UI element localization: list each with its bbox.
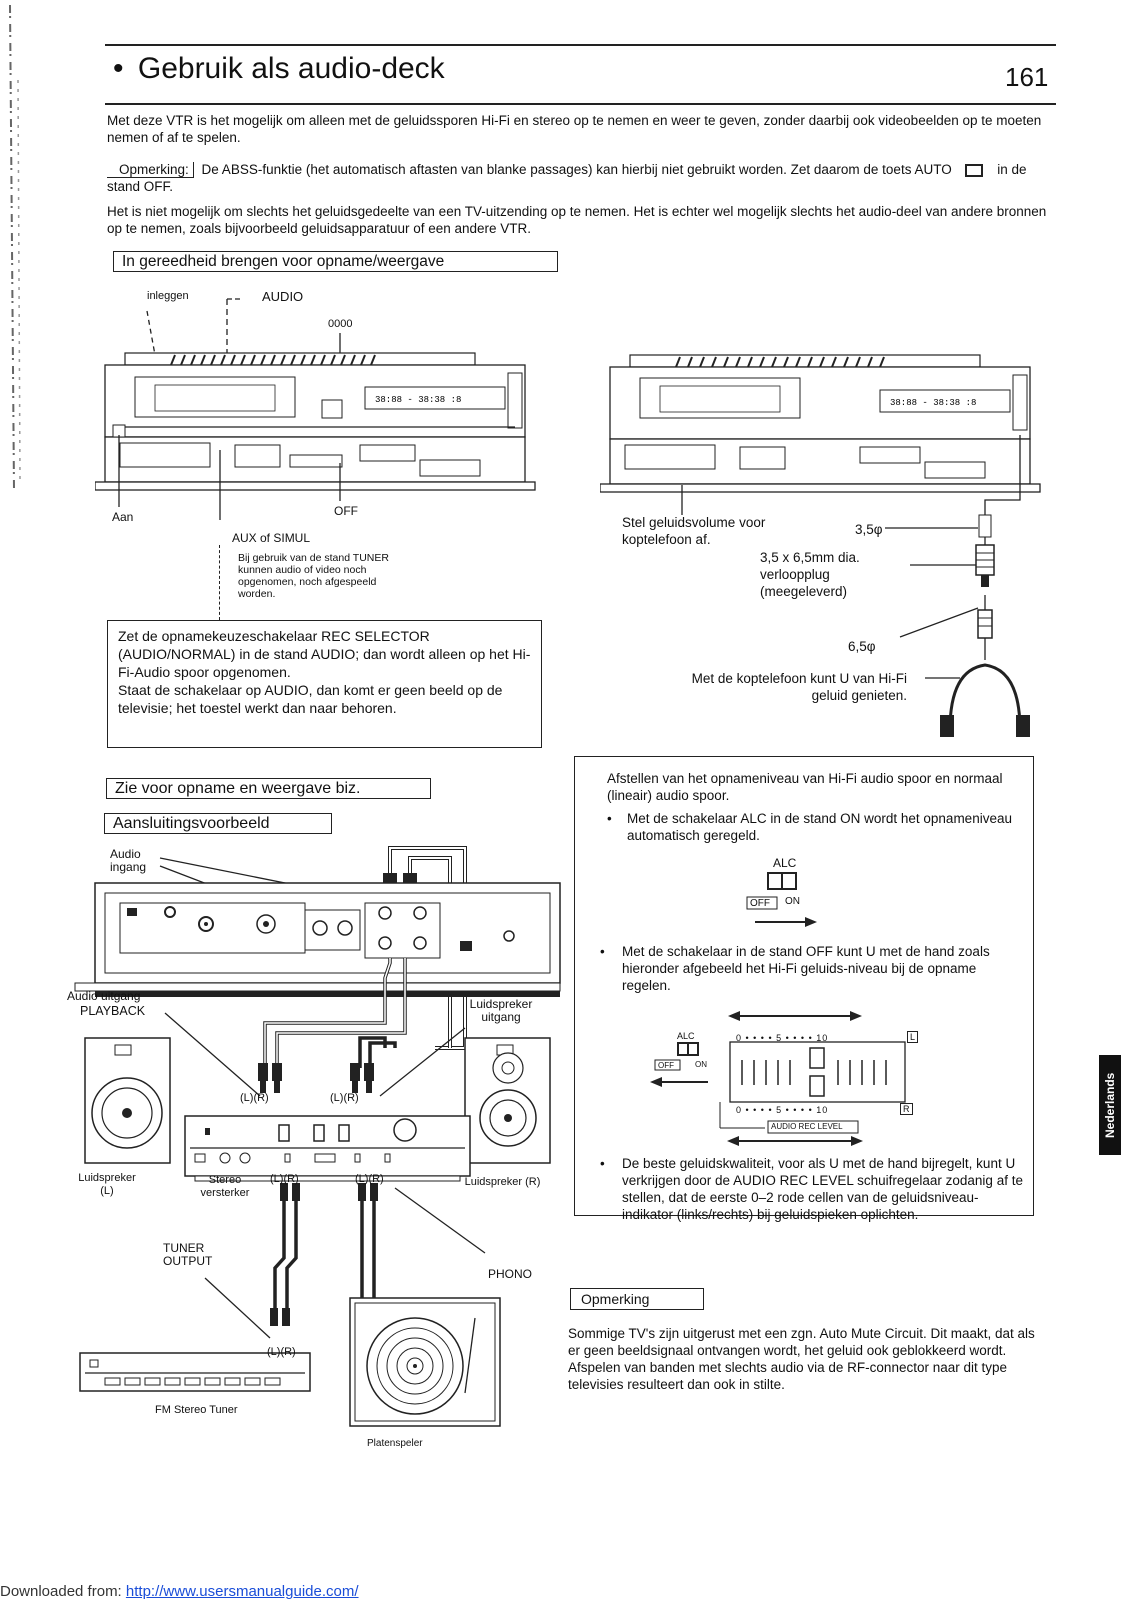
level-intro: Afstellen van het opnameniveau van Hi-Fi… <box>607 771 1003 803</box>
double-arrow-bottom <box>727 1136 863 1146</box>
headphone-enjoy: Met de koptelefoon kunt U van Hi-Fi gelu… <box>691 671 907 703</box>
level-item3-text: De beste geluidskwaliteit, voor als U me… <box>622 1156 1023 1222</box>
alc-on-label: ON <box>785 896 800 907</box>
alc-off-label: OFF <box>750 898 770 909</box>
level-item1: • Met de schakelaar ALC in de stand ON w… <box>607 810 1022 844</box>
page-title: • Gebruik als audio-deck <box>113 52 445 86</box>
audio-rec-level-label: AUDIO REC LEVEL <box>771 1122 843 1131</box>
label-audio-output: Audio uitgang <box>67 989 141 1003</box>
label-phono: PHONO <box>488 1267 533 1281</box>
label-speaker-l: Luidspreker (L) <box>78 1172 136 1197</box>
note-1-text-end: in de stand OFF. <box>107 162 1027 194</box>
footer: Downloaded from: http://www.usersmanualg… <box>0 1583 359 1600</box>
svg-text:38:88 - 38:38 :8: 38:88 - 38:38 :8 <box>890 398 976 408</box>
label-aan: Aan <box>112 510 134 524</box>
label-aux: AUX of SIMUL <box>232 531 311 545</box>
rec-level-diagram <box>650 1011 906 1134</box>
alc-label: ALC <box>773 856 797 870</box>
scale-bottom: 0 • • • • 5 • • • • 10 <box>736 1105 829 1115</box>
side-tab-language: Nederlands <box>1099 1055 1121 1155</box>
auto-icon <box>965 163 984 177</box>
paragraph-2: Het is niet mogelijk om slechts het gelu… <box>107 204 1047 236</box>
note-1: Opmerking: De ABSS-funktie (het automati… <box>107 161 1057 195</box>
off-label-small: OFF <box>658 1061 674 1070</box>
headphone-size1: 3,5φ <box>855 522 883 537</box>
note-2-label: Opmerking <box>570 1288 704 1310</box>
label-lr-3: (L)(R) <box>270 1173 299 1185</box>
title-bullet: • <box>113 52 124 85</box>
vtr-left-drawing: 38:88 - 38:38 :8 <box>95 298 536 520</box>
label-turntable: Platenspeler <box>367 1438 423 1449</box>
scan-edge-graphic <box>9 4 21 491</box>
level-box <box>574 756 1034 1216</box>
label-playback: PLAYBACK <box>80 1004 146 1018</box>
level-item1-text: Met de schakelaar ALC in de stand ON wor… <box>627 811 1012 843</box>
alc-label-small: ALC <box>677 1031 695 1041</box>
label-audio: AUDIO <box>262 289 304 304</box>
scale-top: 0 • • • • 5 • • • • 10 <box>736 1033 829 1043</box>
label-speaker-output: Luidspreker uitgang <box>469 997 533 1024</box>
headphone-volume: Stel geluidsvolume voor koptelefoon af. <box>622 515 766 547</box>
note-2-text: Sommige TV's zijn uitgerust met een zgn.… <box>568 1326 1035 1392</box>
header-rule-bottom <box>105 103 1056 105</box>
footer-prefix: Downloaded from: <box>0 1583 126 1600</box>
section-see: Zie voor opname en weergave biz. <box>106 778 431 799</box>
vtr-right-drawing: 38:88 - 38:38 :8 <box>600 354 1041 737</box>
label-lr-4: (L)(R) <box>355 1173 384 1185</box>
level-item2: • Met de schakelaar in de stand OFF kunt… <box>600 943 1025 994</box>
header-rule-top <box>105 44 1056 46</box>
label-lr-1: (L)(R) <box>240 1092 269 1104</box>
page-number: 161 <box>1005 62 1049 92</box>
label-off: OFF <box>334 504 358 518</box>
svg-text:38:88 - 38:38 :8: 38:88 - 38:38 :8 <box>375 395 461 405</box>
headphone-adapter: 3,5 x 6,5mm dia. verloopplug (meegelever… <box>760 550 860 599</box>
label-inleggen: inleggen <box>147 290 189 302</box>
title-text: Gebruik als audio-deck <box>137 52 445 85</box>
aux-dash <box>219 545 220 620</box>
label-stereo-amp: Stereo versterker <box>200 1174 250 1199</box>
level-item2-text: Met de schakelaar in de stand OFF kunt U… <box>622 944 990 993</box>
label-lr-5: (L)(R) <box>267 1346 296 1358</box>
intro-text: Met deze VTR is het mogelijk om alleen m… <box>107 113 1042 145</box>
connection-diagram <box>74 846 561 1427</box>
bullet-3: • <box>600 1156 605 1171</box>
rec-selector-box: Zet de opnamekeuzeschakelaar REC SELECTO… <box>107 620 542 748</box>
headphone-size2: 6,5φ <box>848 639 876 654</box>
section-example: Aansluitingsvoorbeeld <box>104 813 332 834</box>
on-label-small: ON <box>695 1060 707 1069</box>
label-lr-2: (L)(R) <box>330 1092 359 1104</box>
section-prepare: In gereedheid brengen voor opname/weerga… <box>113 251 558 272</box>
bullet-2: • <box>600 944 605 959</box>
scan-edge <box>0 0 30 500</box>
level-item3: • De beste geluidskwaliteit, voor als U … <box>600 1155 1025 1223</box>
note-1-label: Opmerking: <box>107 162 194 178</box>
label-counter: 0000 <box>328 318 353 330</box>
label-aux-note: Bij gebruik van de stand TUNER kunnen au… <box>238 552 389 600</box>
label-audio-input: Audio ingang <box>110 847 147 874</box>
label-fm-tuner: FM Stereo Tuner <box>155 1404 238 1416</box>
scale-ch-r: R <box>900 1103 913 1115</box>
alc-switch-on <box>746 872 817 927</box>
scale-ch-l: L <box>907 1031 919 1043</box>
label-speaker-r: Luidspreker (R) <box>464 1176 541 1188</box>
footer-link[interactable]: http://www.usersmanualguide.com/ <box>125 1583 359 1600</box>
bullet-1: • <box>607 811 612 826</box>
note-1-text: De ABSS-funktie (het automatisch aftaste… <box>201 162 952 177</box>
label-tuner-output: TUNER OUTPUT <box>163 1241 213 1268</box>
